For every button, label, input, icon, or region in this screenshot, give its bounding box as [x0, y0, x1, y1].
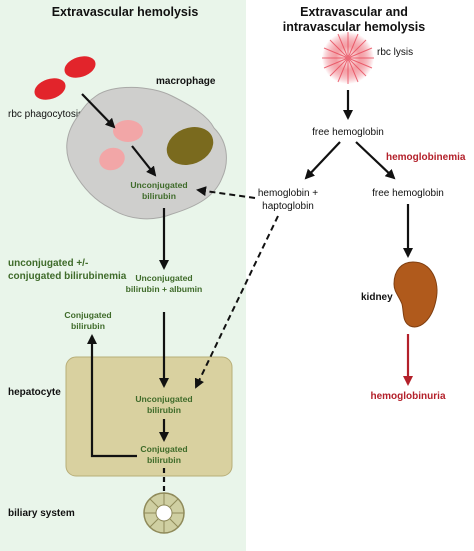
macrophage-label: macrophage — [156, 76, 216, 87]
unconj-albumin-line2: bilirubin + albumin — [126, 284, 203, 294]
conj-bilirubin-2-line1: Conjugated — [140, 444, 187, 454]
rbc-cell-bottom — [34, 78, 66, 100]
macrophage-nucleus — [166, 127, 214, 165]
hepatocyte-label: hepatocyte — [8, 387, 61, 398]
unconj-bilirubin-1-line2: bilirubin — [142, 191, 176, 201]
unconj-albumin-line1: Unconjugated — [135, 273, 192, 283]
unconj-bilirubin-1-line1: Unconjugated — [130, 180, 187, 190]
free-hemoglobin-1-label: free hemoglobin — [312, 127, 384, 138]
conj-bilirubin-2-line2: bilirubin — [147, 455, 181, 465]
right-title-line1: Extravascular and — [300, 5, 408, 19]
rbc-cell-top — [64, 56, 96, 78]
hemoglobinuria-label: hemoglobinuria — [371, 391, 446, 402]
biliary-lumen — [155, 504, 173, 522]
kidney-shape — [393, 261, 438, 328]
arrow-phagocytosis — [81, 93, 116, 129]
phagosome-upper — [113, 120, 143, 142]
arrow-hapto-to-hepatocyte — [194, 215, 279, 389]
rbc-lysis-rays — [322, 32, 374, 84]
unconj-bilirubin-2-line2: bilirubin — [147, 405, 181, 415]
conj-mixed-line2: conjugated bilirubinemia — [8, 271, 127, 282]
rbc-lysis-label: rbc lysis — [377, 47, 413, 58]
free-hemoglobin-2-label: free hemoglobin — [372, 188, 444, 199]
biliary-segments — [144, 493, 184, 533]
kidney-label: kidney — [361, 292, 393, 303]
hepatocyte-box — [65, 356, 233, 477]
arrow-to-haptoglobin — [304, 141, 341, 180]
hemo-hapto-line1: hemoglobin + — [258, 188, 318, 199]
left-title: Extravascular hemolysis — [52, 5, 199, 19]
arrow-conj-reflux — [87, 334, 137, 458]
unconj-bilirubin-2-line1: Unconjugated — [135, 394, 192, 404]
right-title-line2: intravascular hemolysis — [283, 20, 425, 34]
arrow-to-free-hemoglobin-2 — [355, 141, 396, 180]
hemoglobinemia-label: hemoglobinemia — [386, 152, 466, 163]
phagosome-lower — [99, 147, 125, 171]
arrow-to-unconj-bilirubin — [131, 145, 157, 177]
biliary-system-label: biliary system — [8, 508, 75, 519]
conj-bilirubin-top-line1: Conjugated — [64, 310, 111, 320]
hemo-hapto-line2: haptoglobin — [262, 201, 314, 212]
conj-bilirubin-top-line2: bilirubin — [71, 321, 105, 331]
rbc-phagocytosis-label: rbc phagocytosis — [8, 109, 83, 120]
conj-mixed-line1: unconjugated +/- — [8, 258, 88, 269]
